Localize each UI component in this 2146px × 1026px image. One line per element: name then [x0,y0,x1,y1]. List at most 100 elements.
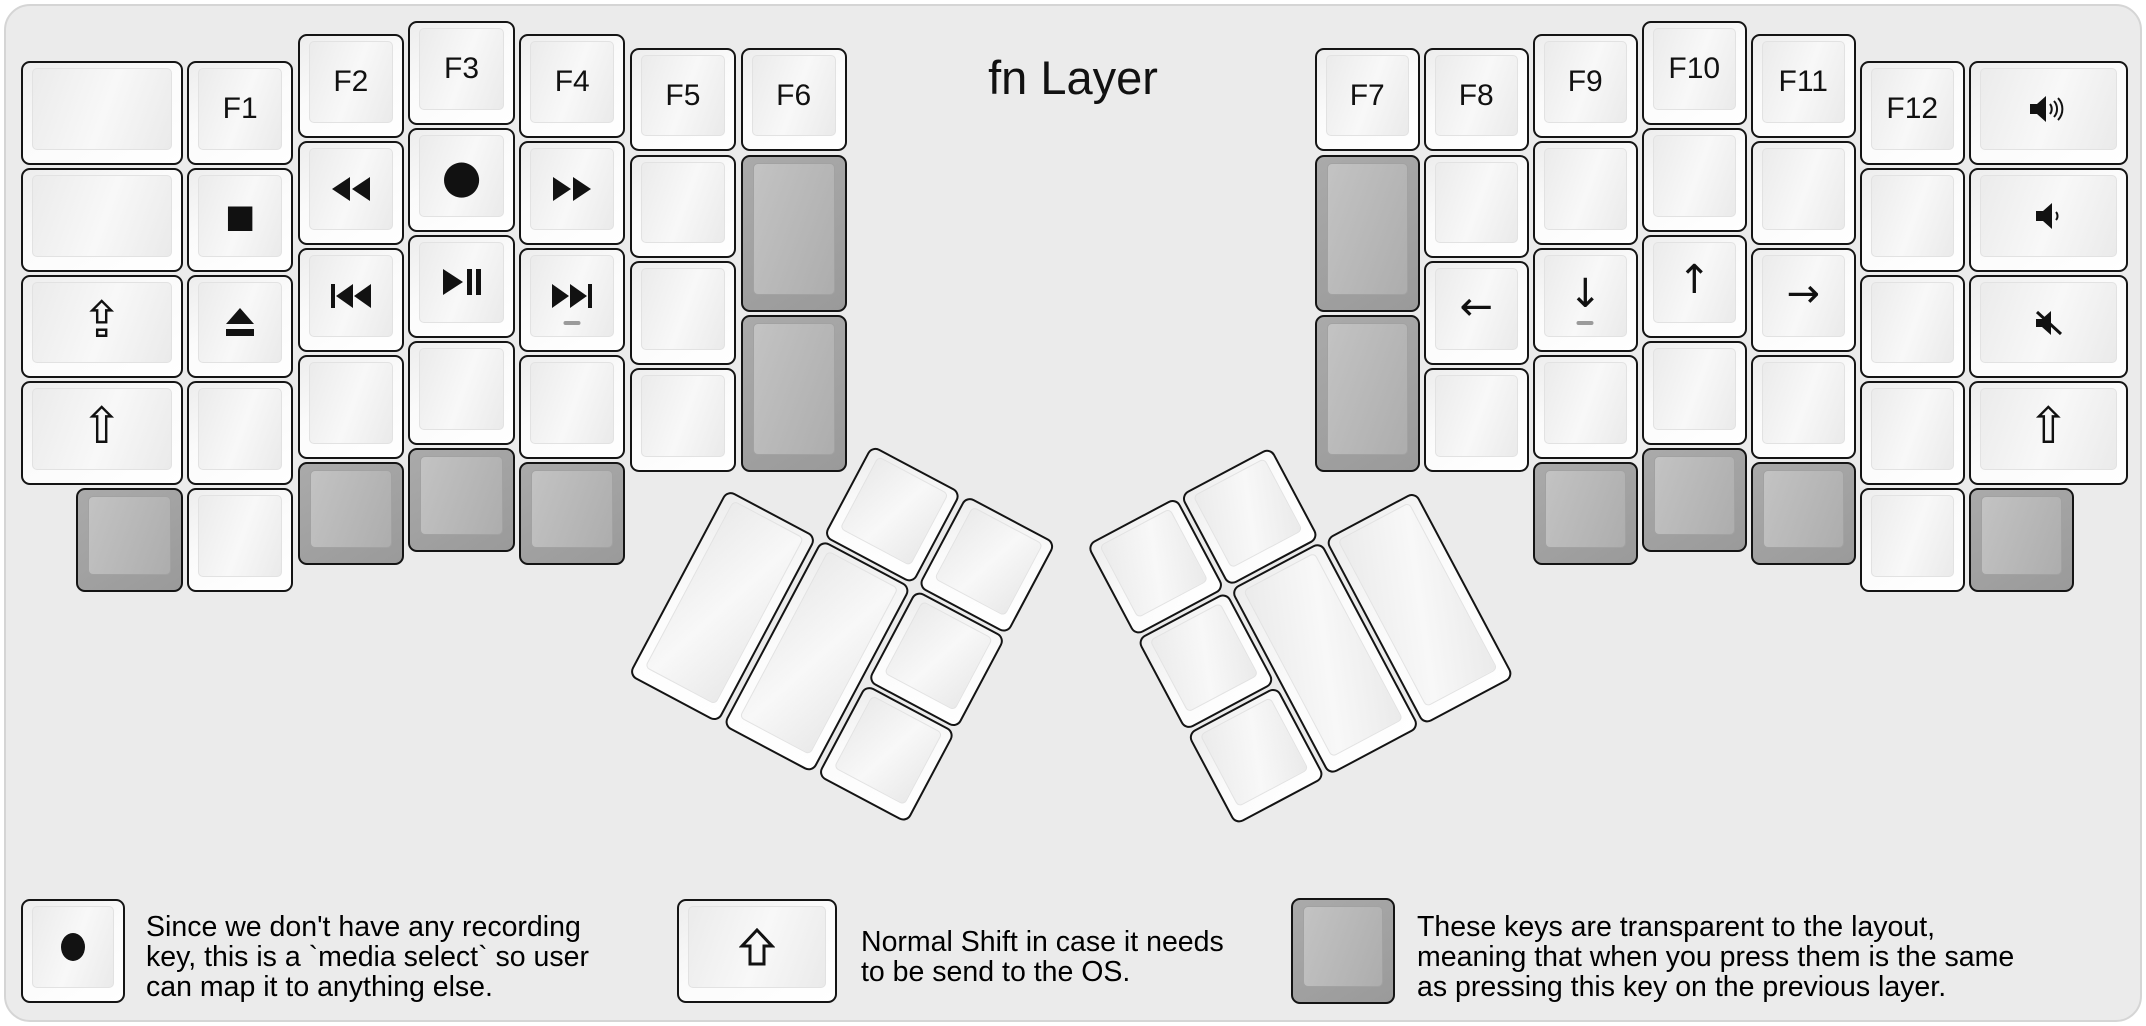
keytop [1435,161,1518,244]
key-blank[interactable] [1751,141,1856,245]
key-f12[interactable]: F12 [1860,61,1965,165]
keytop [640,375,726,457]
key-blank[interactable] [1860,488,1965,593]
key-blank[interactable] [629,368,737,472]
key-f3[interactable]: F3 [408,21,515,125]
legend-text-line: to be send to the OS. [861,956,1131,988]
key-f9[interactable]: F9 [1533,34,1638,139]
key-fast-forward[interactable] [519,141,626,245]
key-mute[interactable] [1969,274,2128,379]
key-shift-right[interactable]: ⇧ [1969,381,2128,486]
key-blank[interactable] [187,488,294,593]
key-f7[interactable]: F7 [1315,47,1420,152]
keytop [198,281,283,364]
keytop [1193,458,1303,569]
legend-text-line: Normal Shift in case it needs [861,926,1224,958]
arrow-down-label: ↓ [1568,270,1602,317]
key-volume-down[interactable] [1969,167,2128,272]
key-transparent[interactable] [1642,448,1747,552]
key-prev-track[interactable] [297,247,404,352]
f11-label: F11 [1778,65,1828,99]
key-transparent[interactable] [1315,154,1420,312]
key-transparent[interactable] [1315,314,1420,472]
key-blank[interactable] [1424,368,1529,472]
key-f8[interactable]: F8 [1424,47,1529,152]
key-blank[interactable] [1860,274,1965,379]
key-eject[interactable] [187,274,294,379]
key-play-pause[interactable] [408,234,515,339]
keytop [839,456,949,567]
key-f4[interactable]: F4 [519,34,626,139]
key-blank[interactable] [1860,167,1965,272]
legend-text-line: can map it to anything else. [146,971,493,1003]
keytop: F9 [1544,41,1627,124]
key-stop[interactable]: ■ [187,167,294,272]
keytop: F11 [1762,41,1845,124]
keytop [1871,495,1954,578]
keytop [752,322,835,455]
key-transparent[interactable] [740,154,847,312]
volume-down-icon [2032,201,2066,231]
key-transparent[interactable] [408,448,515,552]
key-caps-lock[interactable]: ⇪ [21,274,183,379]
key-record[interactable]: ● [408,127,515,232]
key-blank[interactable] [629,154,737,259]
shift-left-label: ⇧ [80,397,123,456]
key-rewind[interactable] [297,141,404,245]
key-arrow-up[interactable]: ↑ [1642,234,1747,339]
key-f5[interactable]: F5 [629,47,737,152]
legend-text: These keys are transparent to the layout… [1417,912,2014,1002]
key-blank[interactable] [1424,154,1529,259]
key-volume-up[interactable] [1969,61,2128,165]
key-blank[interactable] [21,61,183,165]
key-arrow-down[interactable]: ↓ [1533,247,1638,352]
arrow-up-label: ↑ [1677,257,1711,304]
key-blank[interactable] [408,341,515,446]
key-f1[interactable]: F1 [187,61,294,165]
keytop [32,906,114,988]
key-f11[interactable]: F11 [1751,34,1856,139]
key-shift-left[interactable]: ⇧ [21,381,183,486]
key-transparent[interactable] [740,314,847,472]
key-blank[interactable] [1751,354,1856,459]
key-blank[interactable] [519,354,626,459]
key-blank[interactable] [1860,381,1965,486]
f2-label: F2 [333,65,369,99]
key-blank[interactable] [629,261,737,366]
f6-label: F6 [776,78,812,112]
eject-icon [222,307,258,338]
key-arrow-right[interactable]: → [1751,247,1856,352]
key-blank[interactable] [1533,141,1638,245]
keytop: → [1762,254,1845,337]
f1-label: F1 [222,91,258,125]
key-blank[interactable] [21,167,183,272]
key-transparent[interactable] [519,461,626,566]
key-transparent[interactable] [76,488,183,593]
keytop [1981,496,2062,576]
key-blank[interactable] [1642,127,1747,232]
key-blank[interactable] [1533,354,1638,459]
legend-sample-0-icon [58,930,88,964]
key-blank[interactable] [187,381,294,486]
legend-text-line: meaning that when you press them is the … [1417,941,2015,973]
key-blank[interactable] [297,354,404,459]
record-label: ● [441,148,482,203]
key-blank[interactable] [1642,341,1747,446]
keytop [1303,906,1383,987]
keytop [1871,174,1954,257]
key-f10[interactable]: F10 [1642,21,1747,125]
keytop [1871,388,1954,471]
key-transparent[interactable] [1969,488,2074,593]
key-transparent[interactable] [1533,461,1638,566]
key-f2[interactable]: F2 [297,34,404,139]
key-arrow-left[interactable]: ← [1424,261,1529,366]
key-f6[interactable]: F6 [740,47,847,152]
key-transparent[interactable] [297,461,404,566]
keytop [1980,68,2117,150]
keytop [752,162,835,295]
fast-forward-icon [552,176,592,202]
keytop [531,469,614,549]
key-next-track[interactable] [519,247,626,352]
key-transparent[interactable] [1751,461,1856,566]
